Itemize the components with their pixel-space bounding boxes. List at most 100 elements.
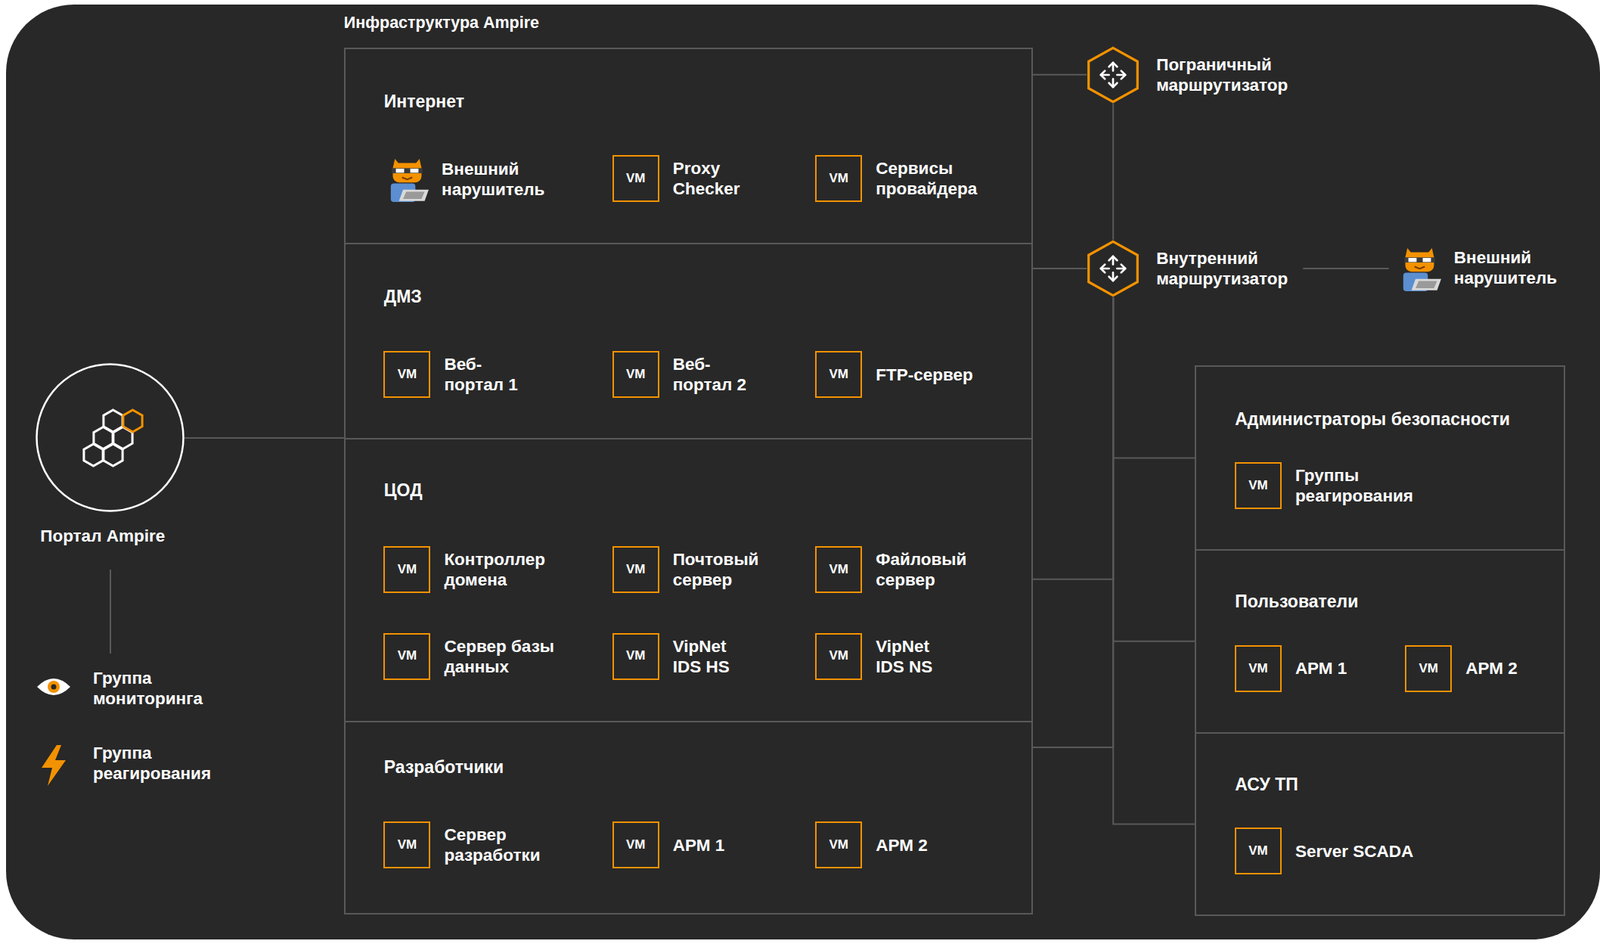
vm-node: VM Веб- портал 1 — [383, 350, 526, 398]
attacker-label: Внешний нарушитель — [1454, 247, 1557, 289]
router-hexagon — [1086, 239, 1140, 298]
vm-label: VipNet IDS NS — [875, 635, 949, 677]
connector — [1113, 297, 1195, 642]
vm-badge: VM — [815, 632, 863, 680]
vm-tag: VM — [828, 837, 849, 853]
vm-badge: VM — [612, 821, 660, 869]
zone-band: ЦОДVMКонтроллер доменаVMПочтовый серверV… — [344, 437, 1033, 721]
router-node: Пограничный маршрутизатор — [1086, 46, 1303, 104]
vm-label: Сервер разработки — [443, 824, 552, 866]
vm-badge: VM — [383, 545, 431, 593]
vm-label: Почтовый сервер — [672, 548, 776, 590]
vm-node: VM Веб- портал 2 — [612, 350, 755, 398]
zone-band: Администраторы безопасностиVMГруппы реаг… — [1194, 365, 1566, 551]
vm-label: АРМ 2 — [875, 834, 978, 856]
router-hexagon — [1086, 46, 1140, 104]
vm-badge: VM — [383, 350, 431, 398]
vm-badge: VM — [815, 350, 863, 398]
router-node: Внутренний маршрутизатор — [1086, 239, 1303, 298]
vm-label: Веб- портал 1 — [443, 353, 526, 395]
vm-tag: VM — [1248, 660, 1269, 676]
connector — [1032, 267, 1088, 270]
vm-label: АРМ 1 — [1295, 657, 1398, 679]
zone-heading: Пользователи — [1234, 591, 1359, 613]
vm-tag: VM — [828, 170, 849, 187]
vm-badge: VM — [612, 632, 660, 680]
vm-tag: VM — [626, 170, 646, 187]
vm-node: VM VipNet IDS HS — [612, 632, 747, 680]
vm-label: АРМ 1 — [672, 834, 776, 856]
vm-node: VM АРМ 2 — [815, 821, 978, 869]
vm-node: VM Сервер разработки — [383, 821, 552, 869]
vm-label: VipNet IDS HS — [672, 635, 747, 677]
vm-label: Server SCADA — [1295, 840, 1439, 862]
attacker-node: Внешний нарушитель — [376, 155, 544, 202]
attacker-icon — [1398, 244, 1442, 292]
attacker-node: Внешний нарушитель — [1389, 244, 1557, 292]
zone-heading: АСУ ТП — [1234, 774, 1299, 796]
region-box: Инфраструктура AmpireИнтернетВнешний нар… — [344, 47, 1033, 915]
vm-tag: VM — [626, 648, 646, 664]
region-title: Инфраструктура Ampire — [344, 13, 1033, 34]
vm-label: АРМ 2 — [1465, 657, 1568, 679]
vm-node: VMГруппы реагирования — [1234, 462, 1418, 509]
vm-tag: VM — [397, 648, 418, 664]
router-label: Пограничный маршрутизатор — [1156, 54, 1291, 96]
legend-text: Группа мониторинга — [93, 667, 218, 709]
zone-band: ДМЗ VM Веб- портал 1 VM Веб- портал 2 VMFTP-с… — [344, 242, 1033, 438]
connector — [1113, 297, 1195, 824]
vm-badge: VM — [612, 350, 660, 398]
vm-node: VMСервисы провайдера — [815, 155, 988, 202]
portal-circle: Портал Ampire — [35, 362, 185, 512]
zone-heading: Интернет — [384, 91, 465, 113]
connector — [184, 437, 345, 439]
connector — [1302, 267, 1390, 270]
vm-label: Proxy Checker — [672, 158, 755, 199]
lightning-symbol — [38, 744, 69, 786]
vm-node: VMАРМ 2 — [1404, 644, 1568, 692]
vm-node: VM Файловый сервер — [815, 545, 978, 593]
vm-node: VM Почтовый сервер — [612, 545, 776, 593]
zone-heading: Администраторы безопасности — [1234, 409, 1511, 431]
background-panel — [6, 4, 1600, 940]
vm-label: Веб- портал 2 — [672, 353, 755, 395]
vm-badge: VM — [1234, 644, 1282, 692]
portal-label: Портал Ampire — [5, 525, 200, 546]
zone-band: АСУ ТП VM Server SCADA — [1194, 731, 1566, 917]
vm-node: VM АРМ 1 — [612, 821, 776, 869]
attacker-label: Внешний нарушитель — [441, 158, 544, 200]
vm-badge: VM — [383, 632, 431, 680]
vm-tag: VM — [397, 366, 418, 382]
vm-tag: VM — [397, 837, 418, 853]
zone-heading: ДМЗ — [384, 286, 422, 308]
portal-stem-line — [109, 569, 112, 654]
connector — [1113, 297, 1195, 458]
zone-band: РазработчикиVMСервер разработкиVMАРМ 1VM… — [344, 720, 1033, 915]
vm-badge: VM — [815, 155, 863, 202]
vm-badge: VM — [1234, 827, 1282, 875]
vm-badge: VM — [383, 821, 431, 869]
vm-tag: VM — [828, 561, 849, 577]
legend-text: Группа реагирования — [93, 742, 218, 784]
eye-symbol — [35, 673, 72, 700]
vm-node: VM VipNet IDS NS — [815, 632, 949, 680]
vm-node: VM Server SCADA — [1234, 827, 1439, 875]
attacker-icon — [385, 155, 429, 202]
vm-badge: VM — [815, 545, 863, 593]
zone-band: ИнтернетВнешний нарушитель VM Proxy Checke… — [344, 47, 1033, 243]
vm-node: VM Proxy Checker — [612, 155, 755, 202]
vm-node: VMFTP-сервер — [815, 350, 999, 398]
vm-label: Файловый сервер — [875, 548, 978, 590]
vm-badge: VM — [612, 545, 660, 593]
vm-label: Сервер базы данных — [443, 635, 565, 677]
vm-node: VMКонтроллер домена — [383, 545, 556, 593]
connector — [1032, 297, 1114, 580]
connector — [1112, 103, 1114, 240]
vm-node: VM Сервер базы данных — [383, 632, 565, 680]
vm-badge: VM — [612, 155, 660, 202]
vm-tag: VM — [1248, 843, 1269, 859]
router-label: Внутренний маршрутизатор — [1156, 248, 1291, 289]
portal-icon — [35, 362, 185, 512]
